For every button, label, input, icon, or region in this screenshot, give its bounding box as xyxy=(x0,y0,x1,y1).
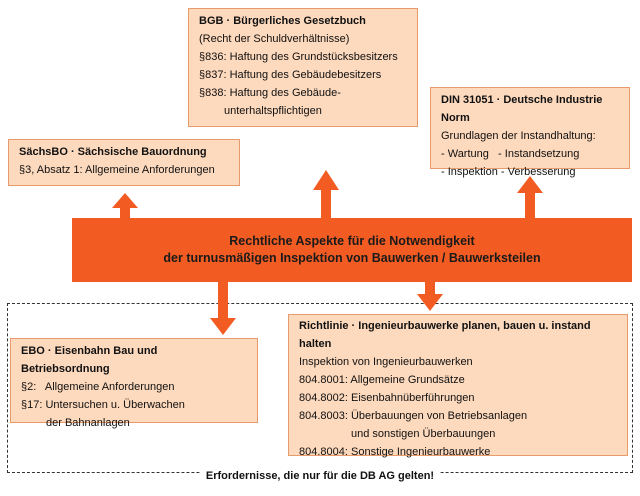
arrow-to-bgb xyxy=(313,170,339,218)
arrow-to-ebo xyxy=(210,282,236,335)
ebo-title: EBO · Eisenbahn Bau und Betriebsordnung xyxy=(21,345,158,375)
bgb-line: (Recht der Schuldverhältnisse) xyxy=(199,33,350,45)
din-line: Grundlagen der Instandhaltung: xyxy=(441,130,596,142)
richtlinie-line: 804.8002: Eisenbahnüberführungen xyxy=(299,392,475,404)
richtlinie-line: 804.8001: Allgemeine Grundsätze xyxy=(299,374,465,386)
din-title: DIN 31051 · Deutsche Industrie Norm xyxy=(441,94,603,124)
bgb-box: BGB · Bürgerliches Gesetzbuch (Recht der… xyxy=(188,8,418,127)
din-line: - Wartung - Instandsetzung xyxy=(441,148,580,160)
arrow-to-saechsbo xyxy=(112,193,138,218)
bgb-title: BGB · Bürgerliches Gesetzbuch xyxy=(199,15,366,27)
saechsbo-box: SächsBO · Sächsische Bauordnung §3, Absa… xyxy=(8,139,240,186)
bgb-line: §838: Haftung des Gebäude- xyxy=(199,87,341,99)
central-topic-line1: Rechtliche Aspekte für die Notwendigkeit xyxy=(229,234,475,248)
central-topic-line2: der turnusmäßigen Inspektion von Bauwerk… xyxy=(163,251,541,265)
arrow-to-richtlinie xyxy=(417,282,443,311)
arrow-to-din xyxy=(517,176,543,218)
saechsbo-line: §3, Absatz 1: Allgemeine Anforderungen xyxy=(19,164,215,176)
richtlinie-line: und sonstigen Überbauungen xyxy=(351,428,496,440)
richtlinie-line: 804.8004: Sonstige Ingenieurbauwerke xyxy=(299,446,491,458)
bgb-line: unterhaltspflichtigen xyxy=(224,105,322,117)
ebo-box: EBO · Eisenbahn Bau und Betriebsordnung … xyxy=(10,338,258,429)
bgb-line: §837: Haftung des Gebäudebesitzers xyxy=(199,69,382,81)
richtlinie-title: Richtlinie · Ingenieurbauwerke planen, b… xyxy=(299,320,591,350)
richtlinie-box: Richtlinie · Ingenieurbauwerke planen, b… xyxy=(288,314,628,458)
saechsbo-title: SächsBO · Sächsische Bauordnung xyxy=(19,146,207,158)
ebo-line: der Bahnanlagen xyxy=(46,417,130,429)
din-box: DIN 31051 · Deutsche Industrie Norm Grun… xyxy=(430,87,630,178)
ebo-line: §17: Untersuchen u. Überwachen xyxy=(21,399,185,411)
bgb-line: §836: Haftung des Grundstücksbesitzers xyxy=(199,51,398,63)
ebo-line: §2: Allgemeine Anforderungen xyxy=(21,381,175,393)
central-topic: Rechtliche Aspekte für die Notwendigkeit… xyxy=(72,218,632,282)
richtlinie-line: Inspektion von Ingenieurbauwerken xyxy=(299,356,473,368)
din-line: - Inspektion - Verbesserung xyxy=(441,166,576,178)
richtlinie-line: 804.8003: Überbauungen von Betriebsanlag… xyxy=(299,410,528,422)
db-ag-note: Erfordernisse, die nur für die DB AG gel… xyxy=(0,466,640,484)
